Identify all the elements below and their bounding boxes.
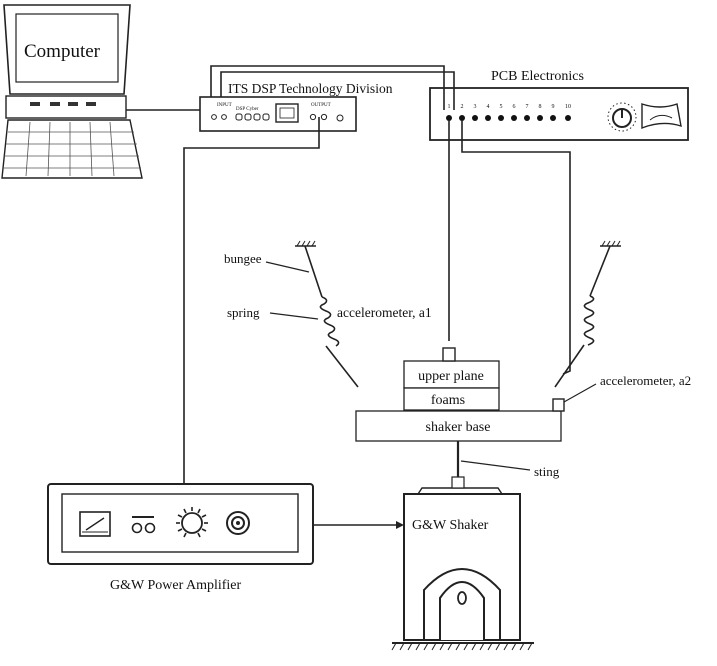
dsp-unit: INPUT DSP Cyber OUTPUT ITS DSP Technolog…	[199, 81, 393, 132]
amplifier-output-knob	[226, 511, 250, 535]
suspension-left	[295, 240, 359, 388]
pcb-channel-jack	[459, 115, 465, 121]
cable-pcb-a2	[461, 120, 571, 375]
computer-drive-unit	[5, 95, 127, 119]
foams	[403, 387, 500, 411]
cable-dsp-amplifier	[183, 117, 320, 484]
pcb-meter	[641, 103, 682, 130]
pcb-channel-jack	[511, 115, 517, 121]
dsp-label: ITS DSP Technology Division	[228, 81, 393, 96]
pcb-channel-jack	[446, 115, 452, 121]
dsp-output-label: OUTPUT	[311, 103, 331, 108]
accelerometer-a2-leader	[563, 383, 597, 403]
sting-leader	[460, 460, 531, 471]
pcb-channel-label: 1	[448, 104, 451, 110]
accelerometer-a2	[552, 398, 565, 412]
shaker-label: G&W Shaker	[412, 518, 489, 533]
accelerometer-a1	[442, 347, 456, 362]
suspension-right	[554, 240, 621, 388]
pcb-label: PCB Electronics	[491, 69, 584, 84]
pcb-channel-jack	[565, 115, 571, 121]
pcb-channel-jack	[472, 115, 478, 121]
bungee-leader	[265, 261, 310, 273]
pcb-channel-jack	[498, 115, 504, 121]
dsp-input-label: INPUT	[217, 103, 232, 108]
pcb-channel-jack	[537, 115, 543, 121]
pcb-channel-label: 6	[513, 104, 516, 110]
keyboard	[1, 119, 143, 179]
amplifier-gain-knob	[176, 507, 208, 538]
pcb-channel-label: 5	[500, 104, 503, 110]
pcb-channel-jack	[550, 115, 556, 121]
shaker-base-label: shaker base	[426, 420, 491, 435]
pcb-channel-label: 9	[552, 104, 555, 110]
pcb-channels: 1 2 3 4 5 6 7 8 9 10	[446, 104, 571, 121]
accelerometer-a2-label: accelerometer, a2	[600, 373, 691, 388]
arrow-head	[396, 521, 404, 529]
right-spring	[583, 295, 595, 346]
monitor-screen	[15, 13, 119, 83]
pcb-channel-label: 10	[565, 104, 571, 110]
power-amplifier: G&W Power Amplifier	[47, 483, 314, 593]
pcb-channel-label: 2	[461, 104, 464, 110]
shaker: G&W Shaker	[391, 476, 534, 651]
spring-label: spring	[227, 305, 260, 320]
pcb-channel-label: 3	[474, 104, 477, 110]
sting-label: sting	[534, 464, 560, 479]
computer-label: Computer	[24, 41, 101, 62]
pcb-channel-label: 8	[539, 104, 542, 110]
pcb-channel-label: 4	[487, 104, 490, 110]
dsp-cyber-label: DSP Cyber	[236, 107, 259, 112]
left-spring	[319, 296, 340, 347]
cable-dsp-pcb-2	[220, 71, 455, 110]
shaker-base	[355, 410, 562, 442]
bungee-label: bungee	[224, 251, 262, 266]
dsp-display	[275, 103, 299, 123]
shaker-trunnion	[439, 581, 485, 640]
pcb-channel-jack	[524, 115, 530, 121]
right-bungee	[589, 245, 611, 297]
pcb-gain-knob	[607, 102, 637, 132]
upper-plane-label: upper plane	[418, 369, 484, 384]
pcb-channel-jack	[485, 115, 491, 121]
foams-label: foams	[431, 393, 465, 408]
pcb-channel-label: 7	[526, 104, 529, 110]
computer: Computer	[1, 4, 143, 179]
accelerometer-a1-label: accelerometer, a1	[337, 305, 432, 320]
left-bungee	[304, 245, 323, 298]
spring-leader	[269, 312, 319, 320]
cable-dsp-pcb-1	[210, 65, 445, 110]
pcb-unit: 1 2 3 4 5 6 7 8 9 10	[429, 69, 689, 141]
amplifier-label: G&W Power Amplifier	[110, 578, 242, 593]
